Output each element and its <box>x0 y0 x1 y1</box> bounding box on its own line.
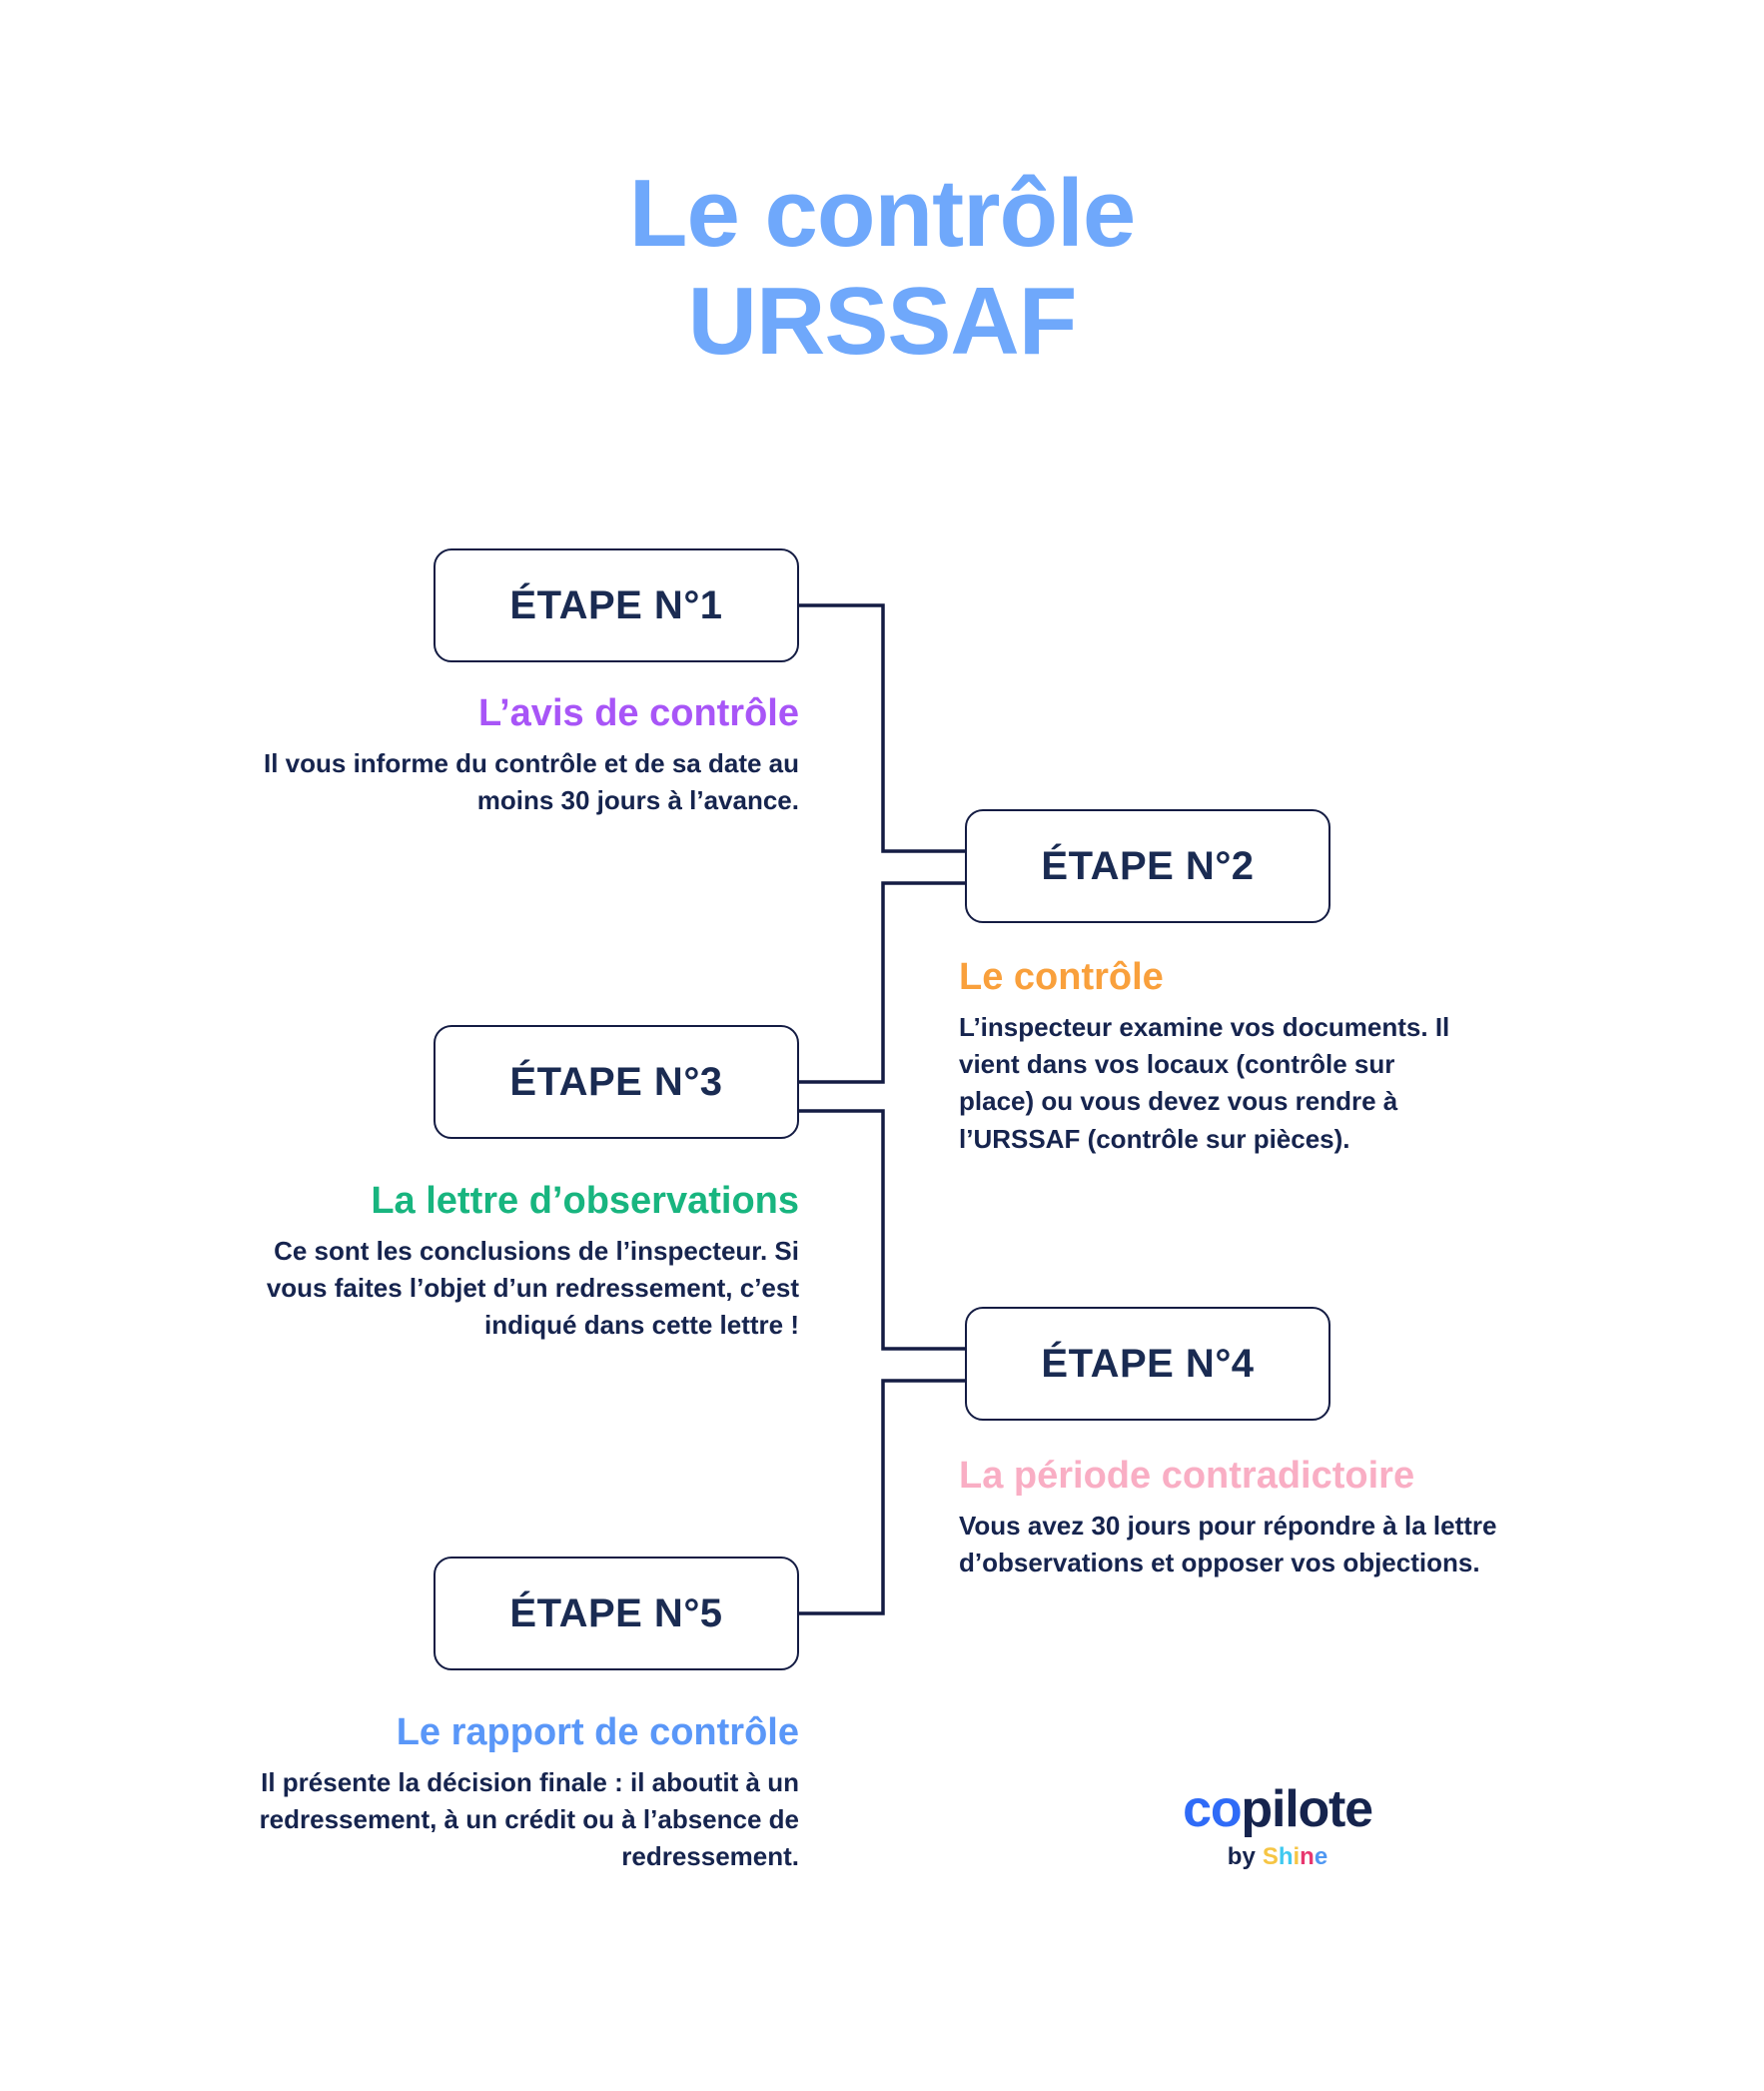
logo-shine-i: i <box>1293 1843 1301 1870</box>
step-body-2: L’inspecteur examine vos documents. Il v… <box>959 1011 1450 1154</box>
logo-wordmark: copilote <box>1147 1783 1408 1835</box>
step-heading-1: L’avis de contrôle <box>478 692 799 734</box>
step-box-2-label: ÉTAPE N°2 <box>1041 843 1255 888</box>
step-box-5[interactable]: ÉTAPE N°5 <box>434 1557 799 1670</box>
step-body-4: Vous avez 30 jours pour répondre à la le… <box>959 1510 1497 1578</box>
step-description-1: L’avis de contrôle Il vous informe du co… <box>240 691 799 819</box>
logo-word-co: co <box>1183 1780 1243 1838</box>
step-box-4-label: ÉTAPE N°4 <box>1041 1341 1255 1386</box>
step-heading-5: Le rapport de contrôle <box>396 1711 799 1753</box>
connector-1-2 <box>799 603 965 853</box>
step-heading-4: La période contradictoire <box>959 1455 1415 1497</box>
step-body-5: Il présente la décision finale : il abou… <box>259 1766 799 1872</box>
connector-4-5 <box>799 1379 965 1615</box>
step-box-3[interactable]: ÉTAPE N°3 <box>434 1025 799 1139</box>
page-title-line-2: URSSAF <box>687 267 1078 375</box>
step-box-2[interactable]: ÉTAPE N°2 <box>965 809 1330 923</box>
logo-shine-e: e <box>1314 1843 1328 1870</box>
connector-3-4 <box>799 1109 965 1351</box>
step-heading-3: La lettre d’observations <box>371 1180 799 1222</box>
step-description-3: La lettre d’observations Ce sont les con… <box>240 1179 799 1345</box>
step-box-1-label: ÉTAPE N°1 <box>509 582 723 627</box>
logo-by-word: by <box>1227 1843 1256 1870</box>
step-box-3-label: ÉTAPE N°3 <box>509 1059 723 1104</box>
page-title-line-1: Le contrôle <box>628 160 1136 267</box>
step-box-1[interactable]: ÉTAPE N°1 <box>434 548 799 662</box>
step-body-3: Ce sont les conclusions de l’inspecteur.… <box>266 1235 799 1341</box>
step-description-2: Le contrôle L’inspecteur examine vos doc… <box>959 955 1458 1158</box>
step-box-5-label: ÉTAPE N°5 <box>509 1590 723 1635</box>
step-heading-2: Le contrôle <box>959 956 1164 998</box>
logo-shine-s: S <box>1262 1843 1279 1870</box>
logo-shine-n: n <box>1300 1843 1315 1870</box>
step-description-5: Le rapport de contrôle Il présente la dé… <box>200 1710 799 1876</box>
logo-word-pilote: pilote <box>1241 1780 1373 1838</box>
step-body-1: Il vous informe du contrôle et de sa dat… <box>264 747 799 816</box>
step-box-4[interactable]: ÉTAPE N°4 <box>965 1307 1330 1421</box>
connector-2-3 <box>799 881 965 1084</box>
page-title: Le contrôle URSSAF <box>0 160 1764 375</box>
step-description-4: La période contradictoire Vous avez 30 j… <box>959 1454 1518 1581</box>
logo-shine-h: h <box>1278 1843 1294 1870</box>
